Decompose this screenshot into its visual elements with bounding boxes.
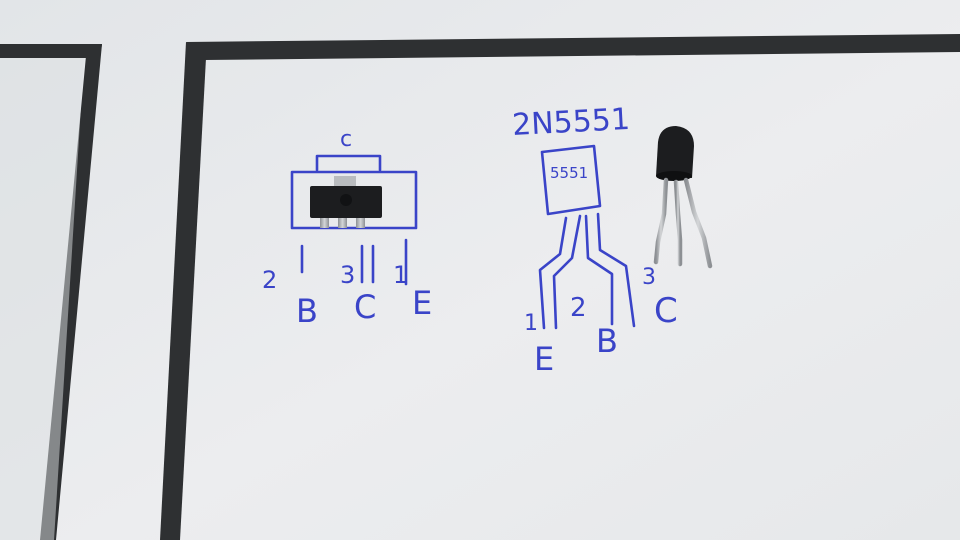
sot89-pin-number-collector: 3 — [340, 261, 355, 289]
sot89-pin-letter-collector: C — [354, 288, 376, 326]
sot89-pin-number-base: 2 — [262, 266, 277, 294]
sot89-tab-outline — [315, 154, 382, 172]
to92-pin-number-collector: 3 — [642, 265, 656, 290]
to92-pin-letter-base: B — [596, 322, 618, 360]
sot89-body-outline — [290, 170, 418, 230]
to92-leg-right — [596, 212, 636, 328]
sot89-pin-letter-base: B — [296, 292, 318, 330]
to92-pin-letter-emitter: E — [534, 340, 554, 378]
to92-component — [653, 126, 713, 269]
to92-part-number: 2N5551 — [511, 102, 631, 143]
to92-drawing — [538, 144, 636, 330]
to92-pin-letter-collector: C — [654, 291, 678, 331]
sot89-pin-number-emitter: 1 — [393, 261, 408, 289]
sot89-tab-label: c — [340, 127, 352, 152]
to92-leg-left — [538, 216, 568, 330]
sot89-drawing — [290, 154, 418, 286]
to92-body-marking: 5551 — [550, 164, 588, 182]
to92-body-outline — [540, 144, 602, 216]
left-frame — [0, 44, 102, 540]
right-frame — [160, 34, 960, 540]
to92-leg-middle — [584, 214, 614, 326]
to92-pin-number-base: 2 — [570, 293, 587, 323]
to92-pin-number-emitter: 1 — [524, 311, 538, 336]
sot89-component — [310, 176, 382, 228]
sot89-pin-letter-emitter: E — [412, 284, 432, 322]
